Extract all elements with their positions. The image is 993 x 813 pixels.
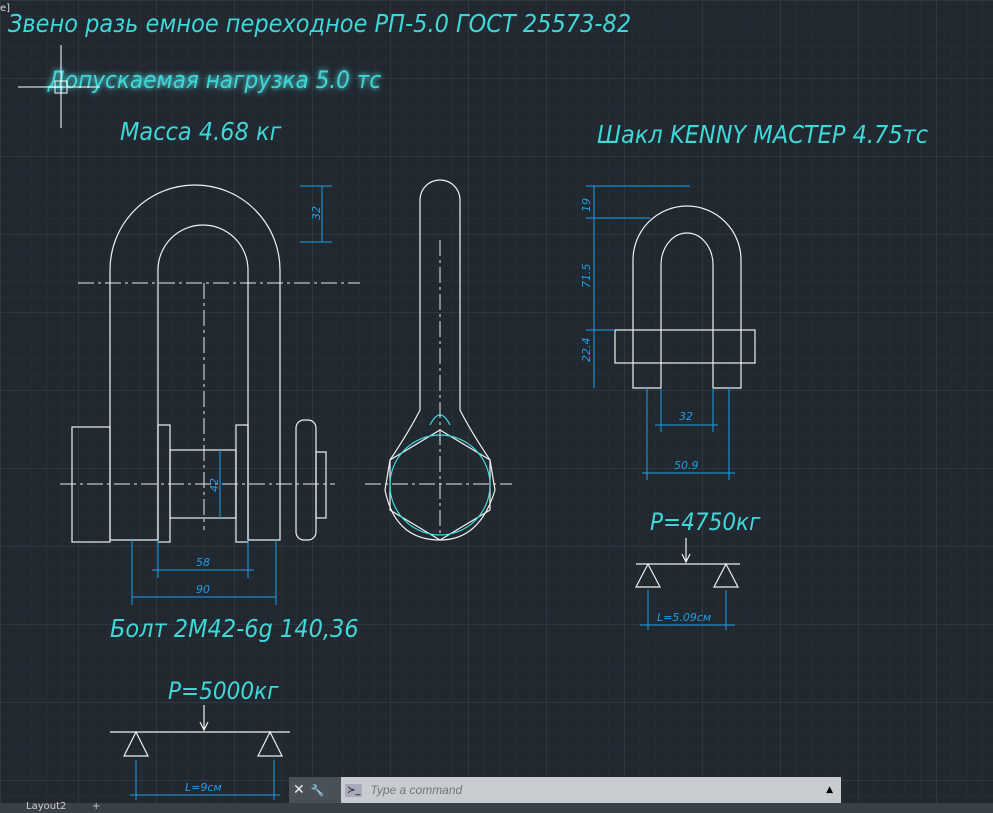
load-right: P=4750кг: [650, 508, 761, 536]
svg-text:42: 42: [208, 478, 221, 492]
link-front-view: [60, 184, 360, 543]
drawing-title: Звено разь емное переходное РП-5.0 ГОСТ …: [8, 9, 631, 38]
svg-text:90: 90: [196, 583, 210, 596]
command-input[interactable]: [368, 782, 827, 798]
load-diagram-left: L=9см: [110, 705, 290, 800]
add-layout-button[interactable]: +: [92, 801, 101, 812]
svg-text:L=5.09см: L=5.09см: [657, 611, 711, 624]
svg-text:32: 32: [310, 206, 323, 220]
mass-text: Масса 4.68 кг: [120, 117, 282, 146]
svg-text:32: 32: [679, 410, 693, 423]
load-text: Допускаемая нагрузка 5.0 тс: [47, 66, 381, 94]
prompt-icon[interactable]: ≻_: [345, 783, 363, 797]
svg-text:50.9: 50.9: [674, 459, 699, 472]
svg-text:L=9см: L=9см: [185, 781, 222, 794]
crosshair-cursor: [18, 45, 100, 128]
shackle-view: [614, 205, 756, 389]
command-grip[interactable]: ✕ 🔧: [289, 777, 341, 803]
svg-text:22.4: 22.4: [580, 338, 593, 363]
command-line: ✕ 🔧 ≻_ ▲: [289, 777, 841, 803]
close-icon[interactable]: ✕: [293, 782, 305, 798]
dimensions: 32 42 58 90 19 71.5 22.4 32 50.9: [131, 185, 735, 605]
corner-label: e]: [0, 3, 10, 14]
svg-text:71.5: 71.5: [580, 264, 593, 289]
tab-layout2[interactable]: Layout2: [26, 801, 67, 812]
link-side-view: [365, 179, 512, 541]
shackle-title: Шакл KENNY МАСТЕР 4.75тс: [597, 120, 929, 149]
bolt-text: Болт 2М42-6g 140,36: [110, 614, 359, 643]
wrench-icon[interactable]: 🔧: [310, 783, 325, 797]
svg-text:58: 58: [196, 556, 210, 569]
layout-tabs: Layout2 +: [0, 801, 993, 813]
load-diagram-right: L=5.09см: [635, 538, 740, 630]
history-arrow-icon[interactable]: ▲: [826, 785, 833, 795]
svg-text:19: 19: [580, 198, 593, 212]
load-left: P=5000кг: [168, 677, 279, 705]
